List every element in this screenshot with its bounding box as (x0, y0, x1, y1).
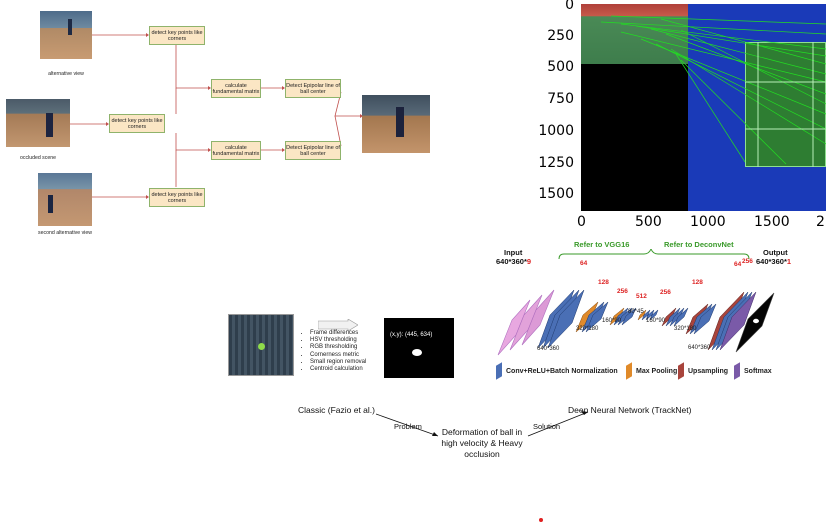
x-tick: 500 (635, 214, 662, 230)
classic-method-label: Classic (Fazio et al.) (298, 405, 375, 415)
channel-label: 64 (734, 261, 742, 268)
classic-step: Frame differences (310, 330, 366, 337)
second-alternative-view-photo (38, 173, 92, 226)
fundamental-matrix-box-top: calculate fundamental matrix (211, 79, 261, 98)
classic-step: Small region removal (310, 359, 366, 366)
y-tick: 0 (565, 0, 574, 13)
output-size-text: 640*360* (756, 257, 787, 266)
input-label: Input (504, 248, 523, 257)
alternative-view-photo (40, 11, 92, 59)
epipolar-line-box-bottom: Detect Epipolar line of ball center (285, 141, 341, 160)
result-photo (362, 95, 430, 153)
detect-keypoints-box-bottom: detect key points like corners (149, 188, 205, 207)
ball-crop-image (228, 314, 294, 376)
output-size: 640*360*1 (756, 257, 791, 266)
tracknet-layers (497, 289, 775, 356)
flowchart-panel: alternative view occluded scene second a… (0, 0, 500, 240)
detect-keypoints-box-top: detect key points like corners (149, 26, 205, 45)
classic-step: Centroid calculation (310, 366, 366, 373)
detect-keypoints-box-mid: detect key points like corners (109, 114, 165, 133)
bottom-panel: Frame differences HSV thresholding RGB t… (228, 240, 826, 465)
output-channels: 1 (786, 257, 792, 266)
y-tick: 750 (547, 91, 574, 107)
input-size: 640*360*9 (496, 257, 531, 266)
x-tick: 1500 (754, 214, 790, 230)
fundamental-matrix-box-bottom: calculate fundamental matrix (211, 141, 261, 160)
classic-steps-list: Frame differences HSV thresholding RGB t… (298, 330, 366, 373)
match-lines (600, 15, 826, 167)
legend-pool-swatch (626, 362, 632, 380)
legend-conv-swatch (496, 362, 502, 380)
legend-softmax-swatch (734, 362, 740, 380)
occluded-scene-photo (6, 99, 70, 147)
group-braces (558, 249, 750, 260)
size-label: 160*90 (646, 318, 666, 324)
size-label: 640*360 (688, 345, 711, 351)
legend-conv-label: Conv+ReLU+Batch Normalization (506, 368, 618, 375)
channel-label: 256 (742, 258, 753, 265)
deconv-group-label: Refer to DeconvNet (664, 240, 734, 249)
input-frames (497, 289, 555, 356)
channel-label: 128 (692, 279, 703, 286)
x-tick: 0 (577, 214, 586, 230)
legend-upsample-swatch (678, 362, 684, 380)
comparison-arrows (375, 411, 589, 437)
x-tick: 2 (816, 214, 825, 230)
channel-label: 128 (598, 279, 609, 286)
x-tick: 1000 (690, 214, 726, 230)
ball-coordinate-label: (x,y): (445, 634) (390, 332, 433, 338)
channel-label: 256 (617, 288, 628, 295)
y-tick: 250 (547, 28, 574, 44)
input-channels: 9 (526, 257, 532, 266)
keypoint-matching-plot: 0 250 500 750 1000 1250 1500 0 500 1000 … (538, 0, 826, 236)
size-label: 640*360 (537, 346, 560, 352)
right-arrow-icon (317, 318, 359, 332)
red-dot (539, 518, 543, 522)
output-label: Output (763, 248, 788, 257)
ball-mask-image: (x,y): (445, 634) (384, 318, 454, 378)
problem-label: Problem (394, 422, 422, 431)
y-tick: 1500 (538, 186, 574, 202)
alternative-view-caption: alternative view (48, 71, 84, 77)
second-alternative-view-caption: second alternative view (38, 230, 92, 236)
dnn-method-label: Deep Neural Network (TrackNet) (568, 405, 692, 415)
plot-area (581, 4, 826, 211)
size-label: 320*180 (576, 326, 599, 332)
classic-step: RGB thresholding (310, 344, 366, 351)
channel-label: 64 (580, 260, 588, 267)
channel-label: 256 (660, 289, 671, 296)
y-tick: 500 (547, 59, 574, 75)
classic-step: Cornerness metric (310, 352, 366, 359)
legend-upsample-label: Upsampling (688, 368, 729, 375)
y-tick: 1000 (538, 123, 574, 139)
deformation-label: Deformation of ball in high velocity & H… (441, 427, 523, 459)
classic-step: HSV thresholding (310, 337, 366, 344)
vgg-group-label: Refer to VGG16 (574, 240, 630, 249)
input-size-text: 640*360* (496, 257, 527, 266)
occluded-scene-caption: occluded scene (19, 155, 57, 161)
ball-blob (412, 349, 422, 356)
legend-softmax-label: Softmax (744, 368, 772, 375)
legend-pool-label: Max Pooling (636, 368, 678, 375)
y-tick: 1250 (538, 155, 574, 171)
channel-label: 512 (636, 293, 647, 300)
size-label: 80*45 (628, 309, 644, 315)
epipolar-line-box-top: Detect Epipolar line of ball center (285, 79, 341, 98)
black-region (581, 64, 688, 211)
ball-icon (258, 343, 265, 350)
size-label: 320*180 (674, 326, 697, 332)
size-label: 160*90 (602, 318, 622, 324)
solution-label: Solution (533, 422, 561, 431)
